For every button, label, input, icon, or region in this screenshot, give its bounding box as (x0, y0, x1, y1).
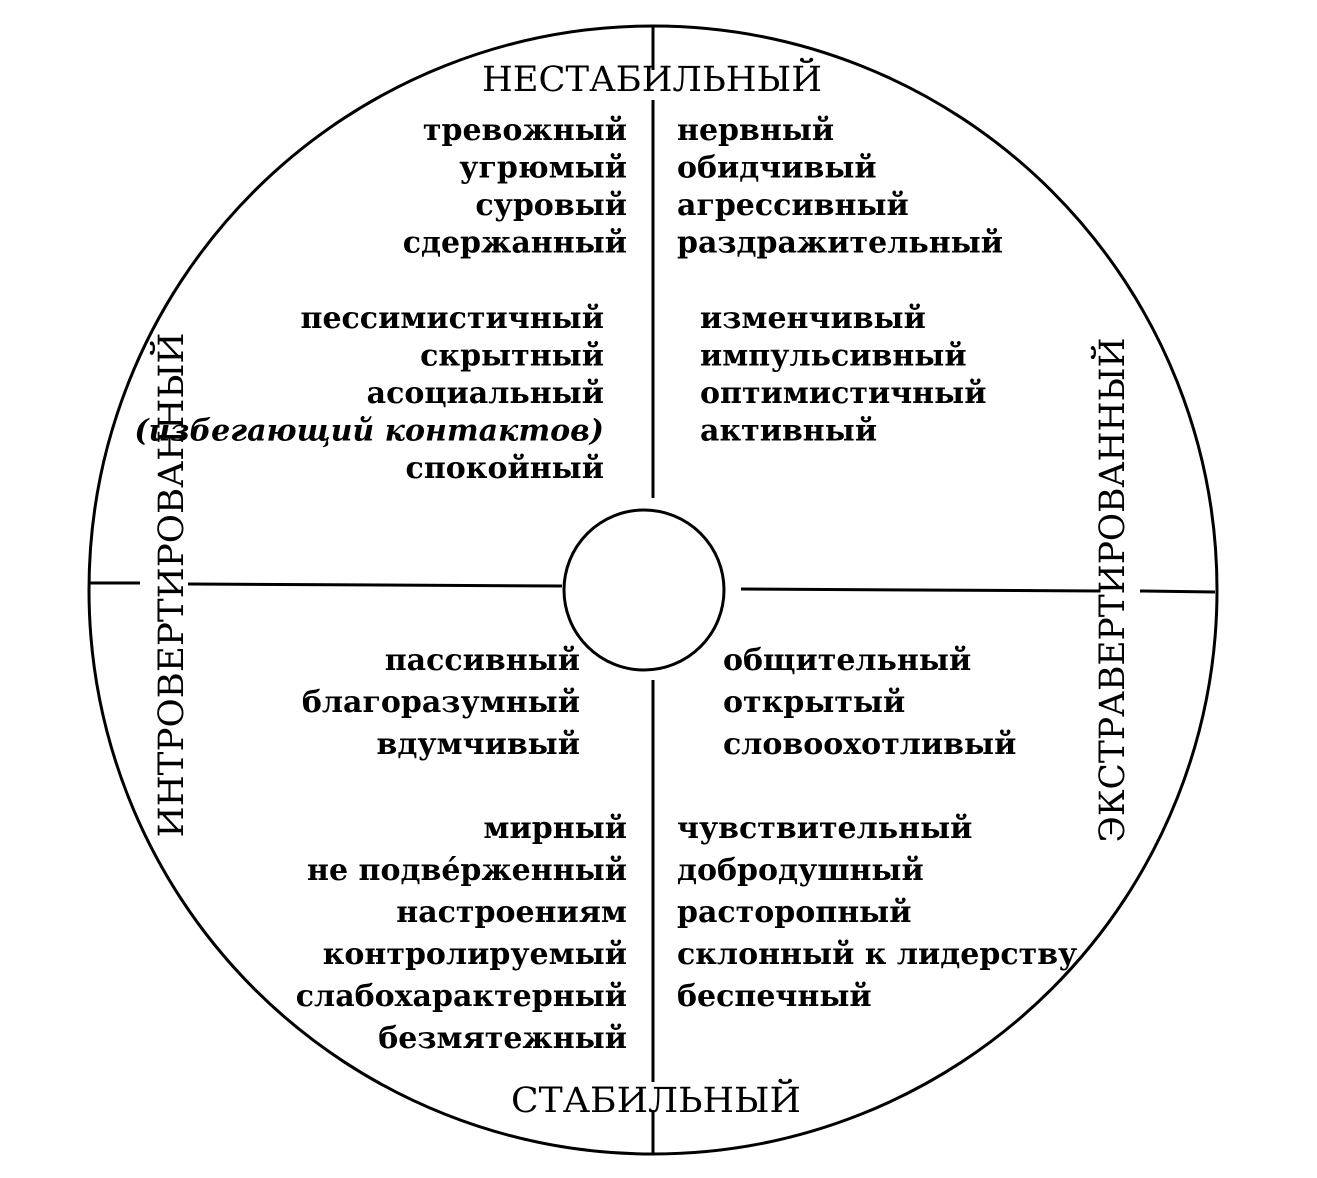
unstable-introvert-trait: асоциальный (367, 376, 604, 411)
stable-introvert-trait: настроениям (396, 895, 627, 930)
stable-extravert-trait: беспечный (677, 979, 872, 1014)
stable-extravert-trait: чувствительный (677, 811, 972, 846)
stable-introvert-trait: вдумчивый (377, 727, 580, 762)
unstable-extravert-trait: обидчивый (677, 151, 877, 186)
stable-introvert-trait: контролируемый (323, 937, 627, 972)
stable-introvert-trait: благоразумный (302, 685, 580, 720)
axis-label-introverted: ИНТРОВЕРТИРОВАННЫЙ (149, 333, 192, 838)
unstable-extravert-trait: нервный (677, 113, 834, 148)
axis-label-stable: СТАБИЛЬНЫЙ (511, 1078, 801, 1121)
axis-label-unstable: НЕСТАБИЛЬНЫЙ (482, 57, 822, 100)
unstable-extravert-trait: изменчивый (700, 301, 926, 336)
stable-introvert-trait: безмятежный (378, 1021, 627, 1056)
center-circle (562, 508, 726, 672)
stable-introvert-trait: не подве́рженный (307, 853, 627, 888)
horizontal-axis-left (187, 582, 563, 588)
unstable-extravert-trait: активный (700, 414, 877, 449)
stable-extravert-trait: общительный (723, 643, 971, 678)
stable-introvert-trait: мирный (483, 811, 627, 846)
unstable-introvert-trait: спокойный (406, 451, 604, 486)
unstable-introvert-trait: скрытный (420, 339, 604, 374)
horizontal-axis-far-right (1139, 589, 1216, 594)
stable-extravert-trait: словоохотливый (723, 727, 1016, 762)
unstable-introvert-trait: (избегающий контактов) (134, 414, 604, 449)
unstable-extravert-trait: импульсивный (700, 339, 967, 374)
unstable-introvert-trait: сдержанный (403, 226, 627, 261)
unstable-introvert-trait: суровый (475, 188, 627, 223)
unstable-introvert-trait: тревожный (423, 113, 627, 148)
axis-label-extraverted: ЭКСТРАВЕРТИРОВАННЫЙ (1090, 338, 1133, 843)
unstable-introvert-trait: пессимистичный (301, 301, 605, 336)
stable-extravert-trait: открытый (723, 685, 905, 720)
stable-extravert-trait: расторопный (677, 895, 912, 930)
stable-introvert-trait: пассивный (385, 643, 580, 678)
unstable-extravert-trait: оптимистичный (700, 376, 986, 411)
unstable-extravert-trait: агрессивный (677, 188, 909, 223)
stable-extravert-trait: склонный к лидерству (677, 937, 1077, 972)
unstable-introvert-trait: угрюмый (459, 151, 627, 186)
unstable-extravert-trait: раздражительный (677, 226, 1003, 261)
horizontal-axis-right (740, 587, 1101, 593)
stable-introvert-trait: слабохарактерный (296, 979, 627, 1014)
stable-extravert-trait: добродушный (677, 853, 924, 888)
